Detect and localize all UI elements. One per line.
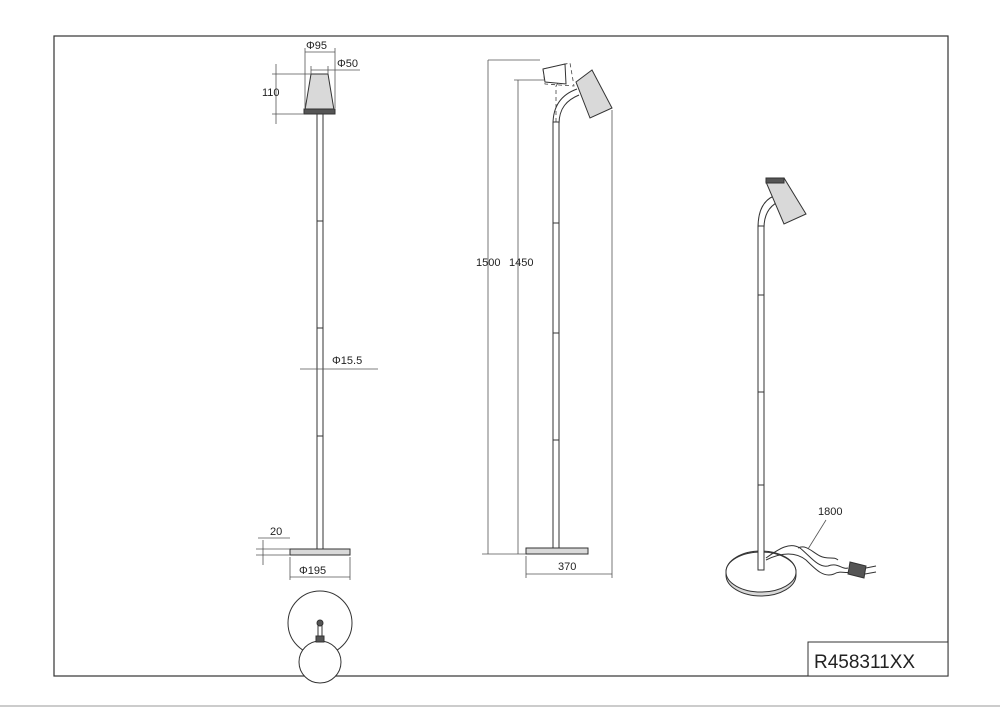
dim-shade-height: 110 [262,87,280,99]
persp-gooseneck [757,195,775,229]
front-view: Φ95 Φ50 110 Φ15.5 20 Φ195 [256,40,378,580]
side-shade [575,69,613,119]
dim-base-diameter: Φ195 [299,565,326,577]
persp-cable [765,545,849,569]
persp-plug [847,561,867,579]
front-shade-rim [303,108,336,115]
front-base [289,548,351,556]
dim-overall-height: 1500 [476,257,500,269]
sheet-border [53,35,949,677]
model-code: R458311XX [814,652,915,673]
perspective-view: 1800 [725,177,877,597]
side-gooseneck [552,88,578,125]
side-pole [552,121,560,549]
dim-shade-top-diameter: Φ50 [337,58,358,70]
front-pole [316,113,324,551]
dim-reach: 370 [558,561,576,573]
dim-cable-length: 1800 [818,506,842,518]
front-shade [304,73,335,111]
model-code-box: R458311XX [807,641,949,677]
side-view: 1500 1450 370 [476,59,613,578]
side-base [525,547,589,555]
persp-shade [765,177,807,225]
top-pole-circle [316,619,324,627]
dim-base-height: 20 [270,526,282,538]
top-view [287,590,353,684]
persp-pole [757,225,765,571]
dim-pole-diameter: Φ15.5 [332,355,362,367]
top-shade-circle [298,640,342,684]
dim-shade-diameter: Φ95 [306,40,327,52]
dim-pole-height: 1450 [509,257,533,269]
